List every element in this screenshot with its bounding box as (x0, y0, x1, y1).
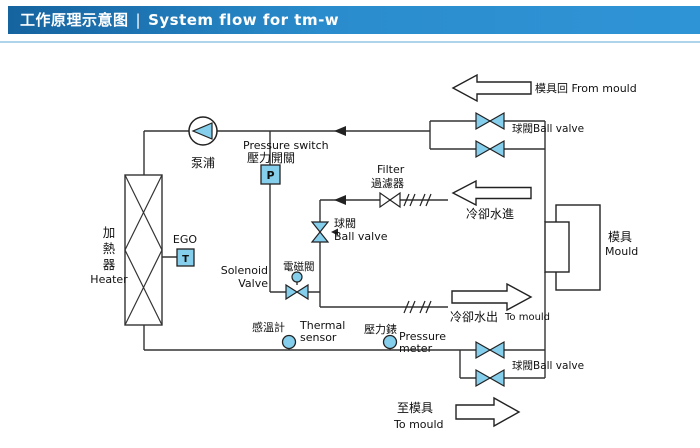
flow-arrow-main-pipe (334, 126, 346, 136)
thermal-sensor-label-en-1: Thermal (299, 319, 345, 332)
pump-label: 泵浦 (191, 156, 215, 170)
ball-valve-bot1-right (488, 340, 505, 360)
ball-valve-bot2-left (475, 368, 492, 388)
pressure-switch-symbol: P (260, 164, 281, 185)
solenoid-body-left (285, 283, 299, 301)
thermal-sensor-label-en-2: sensor (300, 331, 337, 344)
title-en: System flow for tm-w (148, 11, 340, 29)
ball-valve-mid-pointer (331, 228, 338, 236)
solenoid-label-en-2: Valve (238, 277, 268, 290)
cooling-out-label-en: To mould (504, 312, 550, 323)
ball-valve-mid-symbol (310, 221, 330, 243)
cooling-out-label-zh: 冷卻水出 (450, 310, 498, 324)
filter-label-en: Filter (377, 163, 405, 176)
ball-valve-bot1-left (475, 340, 492, 360)
title-bar: 工作原理示意图 | System flow for tm-w (8, 6, 700, 34)
ball-valve-mid-label-zh: 球閥 (334, 216, 356, 230)
heater-body (124, 174, 163, 326)
title-divider: | (135, 11, 142, 29)
solenoid-body-right (295, 283, 309, 301)
pressure-switch-symbol-letter: P (266, 169, 274, 182)
heater-label-zh-2: 熱 (103, 241, 116, 256)
diagram-labels: 泵浦 Pressure switch 壓力開關 Filter 過濾器 冷卻水進 … (90, 82, 638, 431)
from-mould-label: 模具回 From mould (535, 82, 637, 95)
pressure-meter-label-en-1: Pressure (399, 330, 446, 343)
title-zh: 工作原理示意图 (20, 11, 129, 29)
mould-label-zh: 模具 (608, 230, 632, 244)
mould-label-en: Mould (605, 245, 638, 258)
ball-valve-bottom-label: 球閥Ball valve (512, 359, 584, 372)
mould-symbol (544, 204, 601, 291)
heater-element-lines (124, 174, 163, 326)
pressure-meter-label-zh: 壓力錶 (364, 323, 397, 336)
pressure-meter-icon (382, 334, 398, 350)
solenoid-label-zh: 電磁閥 (283, 260, 315, 273)
cooling-in-arrow (451, 179, 532, 207)
solenoid-valve-symbol (285, 271, 309, 301)
to-mould-label-en: To mould (393, 418, 444, 431)
pressure-switch-box (260, 164, 281, 185)
heater-label-zh-1: 加 (103, 225, 116, 240)
ego-box (176, 248, 195, 267)
to-mould-arrow (455, 396, 521, 428)
ball-valve-top2-left (475, 139, 492, 159)
thermal-sensor-label-zh: 感溫計 (252, 320, 285, 334)
filter-label-zh: 過濾器 (371, 176, 404, 190)
filter-symbol (379, 191, 432, 209)
flow-direction-arrows (451, 73, 533, 428)
pump-impeller-icon (191, 122, 213, 140)
from-mould-arrow (451, 73, 532, 103)
cooling-in-label: 冷卻水進 (466, 207, 514, 221)
ego-symbol-letter: T (182, 254, 189, 265)
ego-label: EGO (173, 233, 197, 246)
header-underline (0, 41, 700, 43)
pump-symbol (188, 116, 218, 146)
heater-label-en: Heater (90, 273, 128, 286)
thermal-sensor-icon (281, 334, 297, 350)
flow-arrow-filter-pipe (334, 195, 346, 205)
pressure-switch-label-en: Pressure switch (243, 139, 329, 152)
cooling-out-union-marks (403, 300, 432, 314)
ball-valves-top-symbol (475, 111, 505, 159)
ball-valve-mid-top (310, 221, 330, 233)
pressure-meter-label-en-2: meter (399, 342, 433, 355)
filter-body-left (379, 191, 392, 209)
filter-union-marks (403, 193, 432, 207)
heater-label-zh-3: 器 (103, 257, 116, 272)
ball-valve-bot2-right (488, 368, 505, 388)
to-mould-label-zh: 至模具 (397, 401, 433, 415)
mould-inner-block (544, 221, 570, 273)
pressure-switch-label-zh: 壓力開關 (247, 151, 295, 165)
ball-valves-bottom-symbol (475, 340, 505, 388)
ball-valve-mid-label-en: Ball valve (334, 230, 388, 243)
ball-valve-top2-right (488, 139, 505, 159)
ball-valve-mid-bottom (310, 231, 330, 243)
ego-thermostat-symbol: T (176, 248, 195, 267)
cooling-out-arrow (451, 282, 533, 312)
solenoid-coil-icon (291, 271, 303, 283)
ball-valve-top1-left (475, 111, 492, 131)
solenoid-label-en-1: Solenoid (221, 264, 268, 277)
ball-valve-top1-right (488, 111, 505, 131)
heater-symbol (124, 174, 163, 326)
filter-body-right (388, 191, 401, 209)
ball-valve-top-label: 球閥Ball valve (512, 122, 584, 135)
